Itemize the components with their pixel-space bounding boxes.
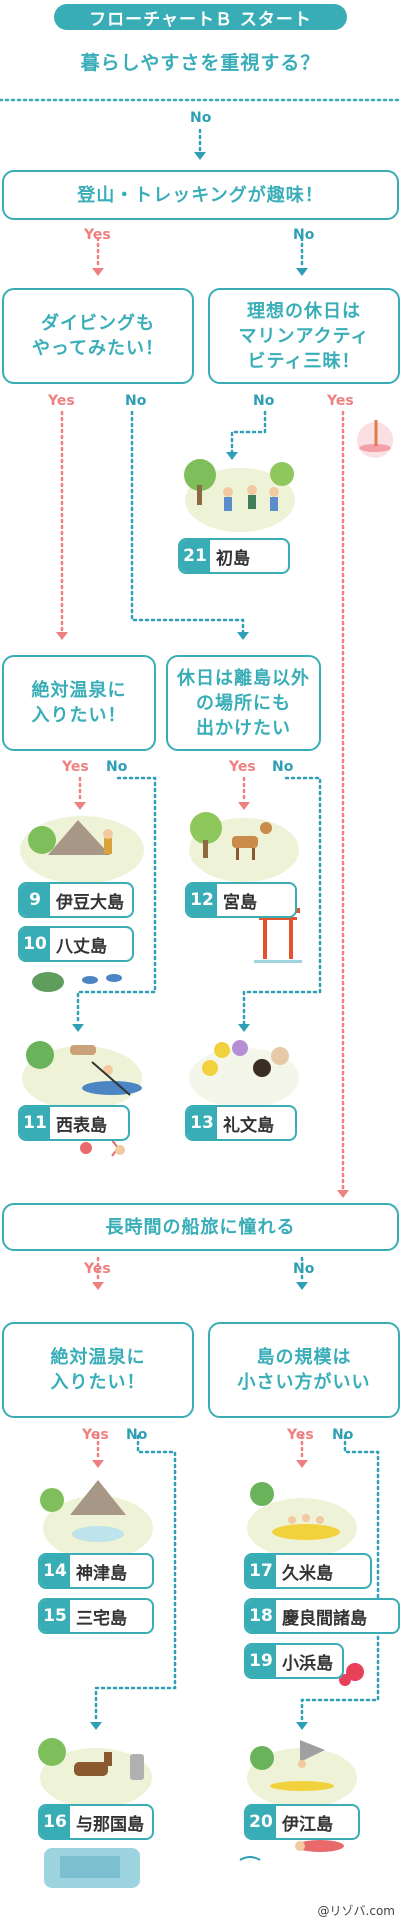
result-number: 14 <box>40 1555 70 1587</box>
result-yonaguni: 16 与那国島 <box>38 1804 154 1840</box>
sea-turtle-illustration <box>32 972 122 992</box>
question-other-destinations: 休日は離島以外 の場所にも 出かけたい <box>166 655 321 751</box>
result-name: 伊江島 <box>282 1814 333 1835</box>
yes-label: Yes <box>229 759 256 775</box>
result-name: 伊豆大島 <box>56 892 124 913</box>
result-number: 10 <box>20 928 50 960</box>
result-name: 宮島 <box>223 892 257 913</box>
result-name: 西表島 <box>56 1115 107 1136</box>
result-name: 神津島 <box>76 1563 127 1584</box>
no-label: No <box>332 1427 354 1443</box>
result-number: 16 <box>40 1806 70 1838</box>
result-number: 19 <box>246 1645 276 1677</box>
result-name: 与那国島 <box>76 1814 144 1835</box>
no-label: No <box>125 393 147 409</box>
no-label: No <box>106 759 128 775</box>
result-number: 17 <box>246 1555 276 1587</box>
question-long-voyage: 長時間の船旅に憧れる <box>2 1203 399 1251</box>
result-miyakejima: 15 三宅島 <box>38 1598 154 1634</box>
result-iriomote: 11 西表島 <box>18 1105 130 1141</box>
result-name: 礼文島 <box>223 1115 274 1136</box>
yes-label: Yes <box>82 1427 109 1443</box>
start-question: 暮らしやすさを重視する？ <box>80 52 321 74</box>
start-badge: フローチャートＢ スタート <box>54 4 347 30</box>
hot-spring-illustration <box>40 1480 153 1560</box>
no-label: No <box>293 227 315 243</box>
site-credit: @リゾバ.com <box>317 1904 395 1918</box>
question-trekking: 登山・トレッキングが趣味！ <box>2 170 399 220</box>
question-hot-spring: 絶対温泉に 入りたい！ <box>2 655 156 751</box>
result-name: 小浜島 <box>282 1653 333 1674</box>
result-number: 18 <box>246 1600 276 1632</box>
snorkeler-illustration <box>239 1840 344 1861</box>
horse-illustration <box>38 1738 152 1808</box>
result-name: 久米島 <box>282 1563 333 1584</box>
result-hatsushima: 21 初島 <box>178 538 290 574</box>
sup-illustration <box>247 1740 357 1808</box>
diver-illustration <box>80 1139 125 1157</box>
result-number: 15 <box>40 1600 70 1632</box>
result-number: 13 <box>187 1107 217 1139</box>
result-rebun: 13 礼文島 <box>185 1105 297 1141</box>
banana-boat-illustration <box>247 1482 357 1558</box>
underwater-ruins-illustration <box>44 1848 140 1888</box>
result-name: 慶良間諸島 <box>282 1608 367 1629</box>
question-marine-activity: 理想の休日は マリンアクティ ビティ三昧！ <box>208 288 400 384</box>
question-hot-spring-2: 絶対温泉に 入りたい！ <box>2 1322 194 1418</box>
result-hachijojima: 10 八丈島 <box>18 926 134 962</box>
yes-label: Yes <box>84 227 111 243</box>
result-kerama-islands: 18 慶良間諸島 <box>244 1598 400 1634</box>
yes-label: Yes <box>48 393 75 409</box>
result-number: 9 <box>20 884 50 916</box>
result-kohamajima: 19 小浜島 <box>244 1643 344 1679</box>
question-diving: ダイビングも やってみたい！ <box>2 288 194 384</box>
no-label: No <box>190 110 212 126</box>
mangrove-kayak-illustration <box>22 1041 142 1110</box>
flowers-illustration <box>189 1040 299 1108</box>
result-name: 初島 <box>216 548 250 569</box>
result-izu-oshima: 9 伊豆大島 <box>18 882 134 918</box>
hibiscus-illustration <box>339 1663 364 1686</box>
result-number: 21 <box>180 540 210 572</box>
yes-label: Yes <box>84 1261 111 1277</box>
hikers-illustration <box>184 459 295 532</box>
no-label: No <box>293 1261 315 1277</box>
volcano-hot-spring-illustration <box>20 816 144 884</box>
yes-label: Yes <box>327 393 354 409</box>
yes-label: Yes <box>62 759 89 775</box>
no-label: No <box>126 1427 148 1443</box>
result-miyajima: 12 宮島 <box>185 882 297 918</box>
deer-illustration <box>189 812 299 882</box>
result-iejima: 20 伊江島 <box>244 1804 360 1840</box>
yes-label: Yes <box>287 1427 314 1443</box>
no-label: No <box>253 393 275 409</box>
result-name: 三宅島 <box>76 1608 127 1629</box>
question-small-island: 島の規模は 小さい方がいい <box>208 1322 400 1418</box>
result-number: 12 <box>187 884 217 916</box>
result-name: 八丈島 <box>56 936 107 957</box>
result-kozushima: 14 神津島 <box>38 1553 154 1589</box>
result-number: 20 <box>246 1806 276 1838</box>
paddleboarder-illustration <box>357 420 393 458</box>
result-kumejima: 17 久米島 <box>244 1553 372 1589</box>
no-label: No <box>272 759 294 775</box>
result-number: 11 <box>20 1107 50 1139</box>
